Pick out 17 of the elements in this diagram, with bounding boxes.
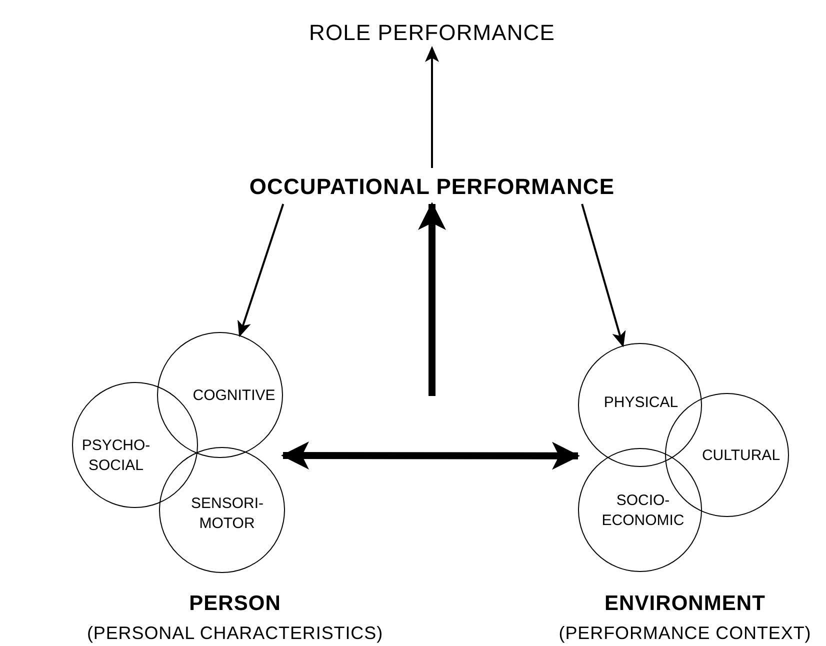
caption-heading: PERSON: [189, 591, 281, 617]
caption-text: (PERSONAL CHARACTERISTICS): [86, 622, 384, 645]
circle-label: CULTURAL: [702, 446, 780, 466]
heading-text: OCCUPATIONAL PERFORMANCE: [249, 172, 615, 200]
arrow: [418, 202, 446, 396]
arrow: [581, 204, 626, 348]
title-text: ROLE PERFORMANCE: [309, 18, 555, 46]
circle-label: PHYSICAL: [604, 392, 678, 413]
caption-text: (PERFORMANCE CONTEXT): [558, 622, 812, 645]
circle-label: PSYCHO- SOCIAL: [80, 436, 152, 476]
circle-label: SENSORI- MOTOR: [191, 494, 263, 534]
arrow: [281, 442, 580, 470]
circle-label: SOCIO- ECONOMIC: [600, 490, 686, 531]
arrow: [238, 204, 284, 338]
arrow: [425, 46, 439, 168]
caption-heading: ENVIRONMENT: [604, 591, 766, 617]
circle-label: COGNITIVE: [192, 386, 276, 406]
